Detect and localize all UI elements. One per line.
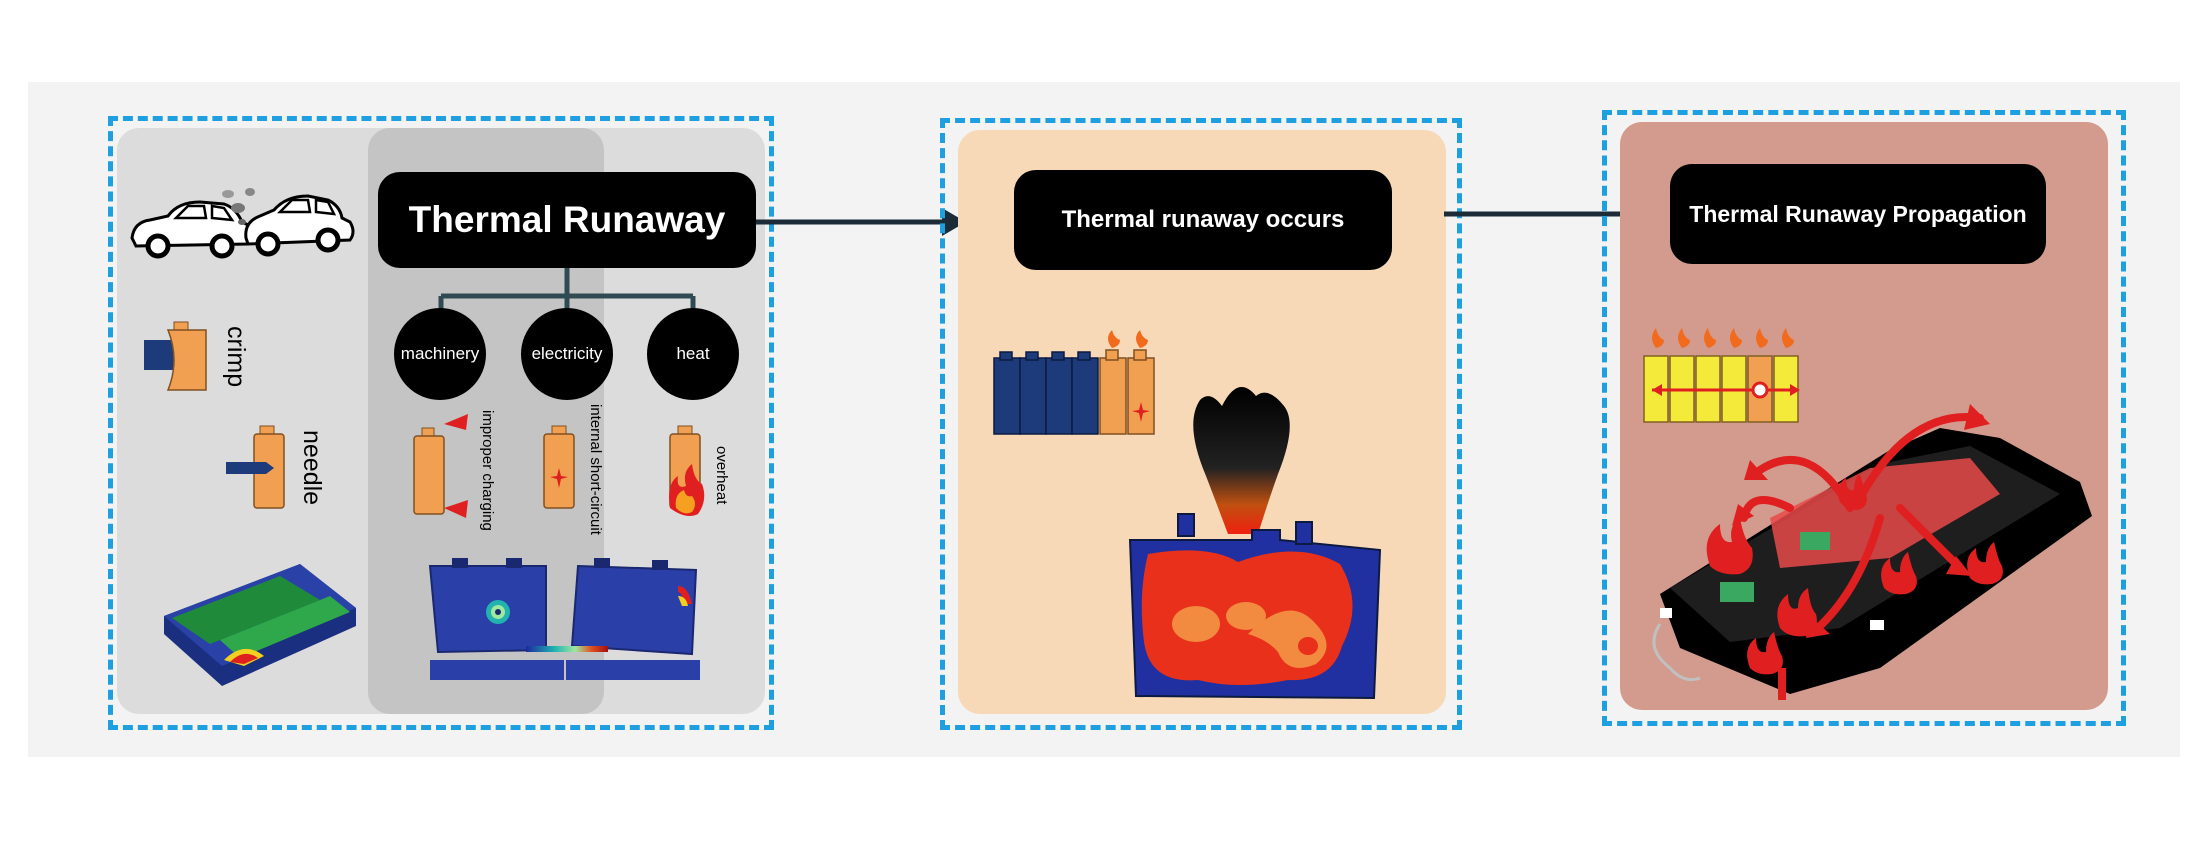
deformed-battery-simulation	[164, 564, 356, 686]
exploding-battery-icon	[1128, 387, 1382, 700]
category-electricity: electricity	[521, 308, 613, 400]
internal-short-circuit-battery-icon	[543, 425, 575, 509]
battery-pack-fire-spread-icon	[1652, 404, 2092, 700]
category-machinery: machinery	[394, 308, 486, 400]
cell-row-igniting-icon	[993, 330, 1155, 435]
middle-panel-frame	[940, 118, 1462, 730]
left-panel-frame	[108, 116, 774, 730]
thermal-runaway-propagation-title: Thermal Runaway Propagation	[1670, 164, 2046, 264]
propagating-cell-row-icon	[1643, 328, 1800, 423]
right-panel-frame	[1602, 110, 2126, 726]
improper-charging-battery-icon	[413, 414, 468, 518]
crimp-battery-icon	[144, 321, 207, 391]
car-crash-icon	[130, 188, 355, 259]
overheat-battery-icon	[669, 425, 705, 516]
cell-simulation-icon	[428, 558, 700, 680]
category-heat: heat	[647, 308, 739, 400]
thermal-runaway-occurs-title: Thermal runaway occurs	[1014, 170, 1392, 270]
thermal-runaway-title: Thermal Runaway	[378, 172, 756, 268]
needle-battery-icon	[226, 425, 285, 509]
